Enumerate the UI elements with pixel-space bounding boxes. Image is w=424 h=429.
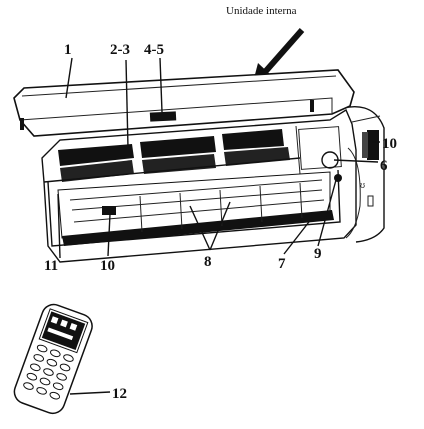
remote-control bbox=[13, 303, 93, 415]
leader-9 bbox=[317, 179, 337, 247]
leader-10b bbox=[107, 213, 111, 257]
leader-11 bbox=[57, 193, 61, 259]
leader-6 bbox=[333, 159, 379, 163]
air-filters bbox=[43, 129, 301, 183]
leader-8b bbox=[209, 201, 231, 251]
label-9: 9 bbox=[314, 246, 322, 262]
remote-buttons bbox=[23, 344, 74, 400]
power-cable-connector bbox=[362, 130, 379, 160]
label-12: 12 bbox=[112, 386, 127, 402]
leader-8a bbox=[189, 205, 211, 251]
brand-badge bbox=[149, 111, 177, 122]
label-10-top: 10 bbox=[382, 136, 397, 152]
label-2-3: 2-3 bbox=[110, 42, 130, 58]
label-6: 6 bbox=[380, 158, 388, 174]
label-10-bottom: 10 bbox=[100, 258, 115, 274]
label-1: 1 bbox=[64, 42, 72, 58]
leader-2-3 bbox=[125, 59, 129, 149]
display-window bbox=[102, 206, 116, 215]
leader-7 bbox=[283, 217, 313, 255]
air-outlet bbox=[47, 169, 341, 247]
leader-1 bbox=[65, 57, 73, 99]
indoor-unit-body: ʊ bbox=[41, 105, 385, 263]
svg-text:ʊ: ʊ bbox=[360, 180, 365, 190]
label-4-5: 4-5 bbox=[144, 42, 164, 58]
leader-lines bbox=[57, 57, 380, 395]
diagram-title: Unidade interna bbox=[226, 5, 297, 17]
horizontal-louver bbox=[62, 210, 334, 246]
label-11: 11 bbox=[44, 258, 58, 274]
front-panel bbox=[13, 69, 355, 137]
leader-4-5 bbox=[159, 57, 163, 113]
leader-12 bbox=[69, 391, 111, 395]
callout-labels: 1 2-3 4-5 10 6 11 10 8 7 9 12 bbox=[44, 42, 397, 402]
label-8: 8 bbox=[204, 254, 212, 270]
label-7: 7 bbox=[278, 256, 286, 272]
vertical-louvers bbox=[139, 182, 303, 233]
